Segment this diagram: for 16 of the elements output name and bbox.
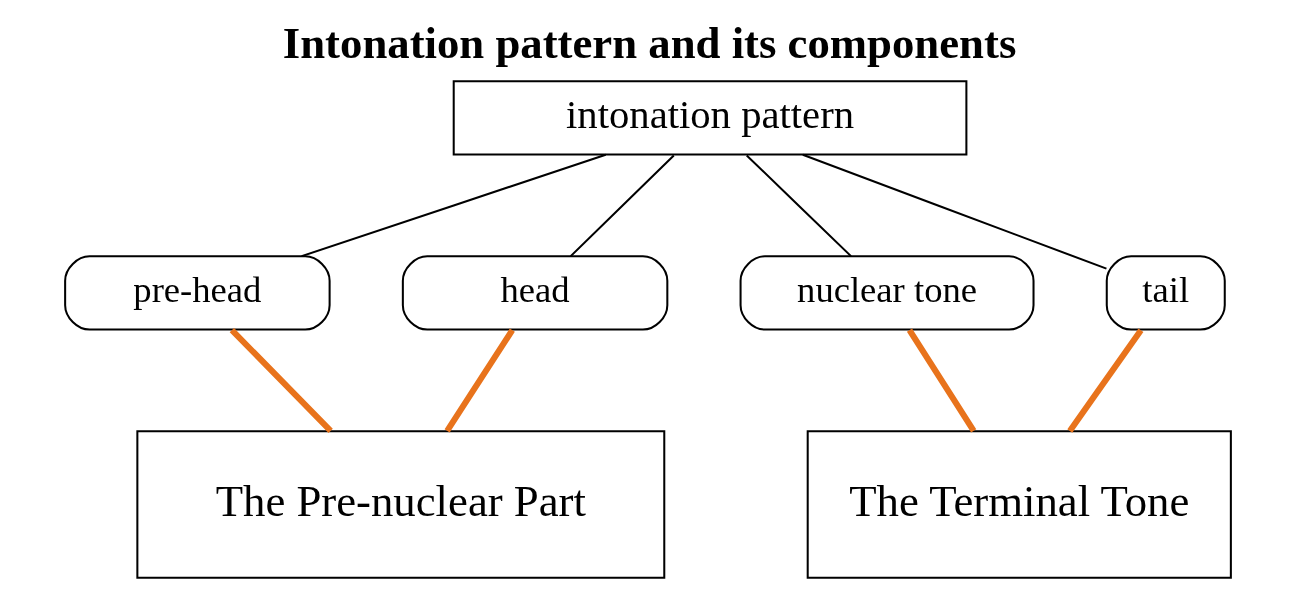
diagram-title: Intonation pattern and its components <box>282 18 1017 69</box>
node-box: head <box>401 255 669 331</box>
node-box: pre-head <box>64 255 331 331</box>
node-box: nuclear tone <box>739 255 1035 331</box>
node-box: The Pre-nuclear Part <box>136 430 666 579</box>
connector <box>301 153 606 258</box>
connector <box>802 153 1107 270</box>
node-box: intonation pattern <box>452 80 968 156</box>
connector <box>444 328 515 433</box>
connector <box>1067 328 1144 433</box>
connector <box>906 328 977 433</box>
connector <box>229 328 333 434</box>
connector <box>570 154 675 257</box>
connector <box>746 154 852 257</box>
node-box: tail <box>1105 255 1226 331</box>
node-box: The Terminal Tone <box>806 430 1232 579</box>
